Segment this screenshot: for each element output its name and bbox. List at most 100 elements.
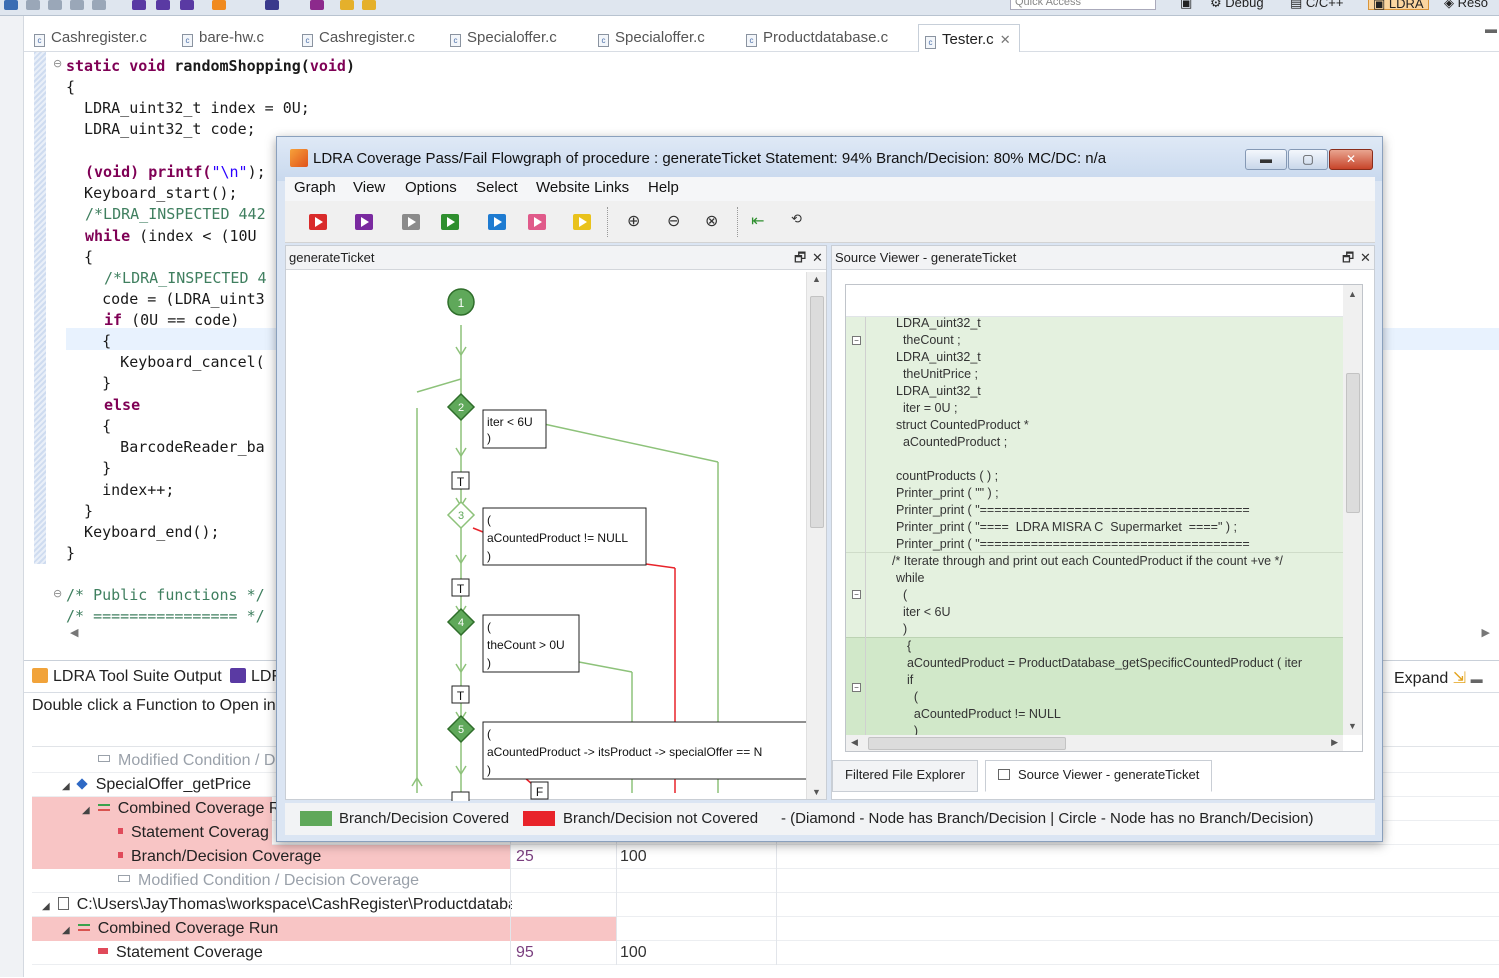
close-pane-icon[interactable]: ✕ [1360, 250, 1371, 265]
source-vertical-scrollbar[interactable]: ▲ ▼ [1343, 285, 1362, 735]
pass-fail-icon[interactable] [441, 214, 459, 230]
build-icon[interactable] [92, 0, 106, 10]
editor-horizontal-scrollbar[interactable]: ◀ ▶ [60, 626, 1490, 640]
mcdc-coverage-icon[interactable] [402, 214, 420, 230]
condition-box[interactable] [482, 507, 647, 566]
close-tab-icon[interactable]: ✕ [999, 32, 1011, 47]
statement-coverage-icon[interactable] [309, 214, 327, 230]
tree-row[interactable]: Branch/Decision Coverage 25 100 [32, 845, 1499, 869]
scroll-thumb[interactable] [1346, 373, 1360, 513]
open-perspective-icon[interactable]: ▣ [1180, 0, 1193, 10]
flowgraph-node[interactable]: 3 [446, 500, 476, 530]
menu-options[interactable]: Options [405, 179, 457, 196]
flowgraph-canvas[interactable]: 1 2 iter < 6U ) T 3 ( aCountedProduct !=… [286, 270, 806, 801]
fold-toggle-icon[interactable]: − [852, 590, 861, 599]
scroll-right-icon[interactable]: ▶ [1481, 627, 1490, 639]
branch-coverage-icon[interactable] [355, 214, 373, 230]
perspective-ldra[interactable]: ▣ LDRA [1368, 0, 1429, 11]
scroll-thumb[interactable] [810, 296, 824, 528]
flowgraph-vertical-scrollbar[interactable]: ▲ ▼ [806, 272, 826, 799]
save-all-icon[interactable] [48, 0, 62, 10]
condition-box[interactable] [482, 409, 547, 449]
source-horizontal-scrollbar[interactable]: ◀ ▶ [846, 735, 1343, 751]
menu-website-links[interactable]: Website Links [536, 179, 630, 196]
ldra-report-icon[interactable] [180, 0, 194, 10]
fold-toggle-icon[interactable]: − [852, 683, 861, 692]
menu-help[interactable]: Help [648, 179, 679, 196]
perspective-debug[interactable]: ⚙ Debug [1210, 0, 1264, 10]
tree-row[interactable]: ◢Combined Coverage Run [32, 917, 1499, 941]
expand-button[interactable]: Expand ⇲ ▬ [1394, 670, 1483, 687]
minimize-editor-icon[interactable]: ▬ [1485, 22, 1497, 36]
flowgraph-node[interactable]: 4 [446, 607, 476, 637]
scroll-left-icon[interactable]: ◀ [70, 627, 79, 639]
tab-source-viewer[interactable]: Source Viewer - generateTicket [985, 760, 1213, 792]
tab-ldf[interactable]: LDF [230, 668, 281, 686]
menu-select[interactable]: Select [476, 179, 518, 196]
fold-toggle-icon[interactable]: ⊖ [53, 588, 63, 600]
expand-arrow-icon[interactable]: ◢ [62, 925, 70, 936]
dynamic-flowgraph-icon[interactable] [488, 214, 506, 230]
expand-arrow-icon[interactable]: ◢ [82, 805, 90, 816]
expand-arrow-icon[interactable]: ◢ [42, 901, 50, 912]
window-title-bar[interactable]: LDRA Coverage Pass/Fail Flowgraph of pro… [277, 137, 1382, 181]
minimize-window-button[interactable]: ▬ [1245, 149, 1287, 170]
tree-row[interactable]: Statement Coverag [32, 821, 1499, 845]
tab-filtered-file-explorer[interactable]: Filtered File Explorer [832, 760, 978, 792]
scroll-down-icon[interactable]: ▼ [1348, 721, 1357, 731]
flowgraph-node[interactable]: 1 [447, 288, 475, 316]
open-folder-icon[interactable] [340, 0, 354, 10]
zoom-fit-icon[interactable]: ⊗ [705, 213, 719, 230]
source-code-view[interactable]: − − − LDRA_uint32_t theCount ; LDRA_uint… [845, 284, 1363, 752]
menu-view[interactable]: View [353, 179, 386, 196]
tree-row[interactable]: ◢C:\Users\JayThomas\workspace\CashRegist… [32, 893, 1499, 917]
quick-access-input[interactable]: Quick Access [1010, 0, 1156, 10]
restore-pane-icon[interactable]: 🗗 [794, 250, 807, 265]
perspective-cpp[interactable]: ▤ C/C++ [1290, 0, 1344, 10]
minimize-panel-icon[interactable]: ▬ [1470, 672, 1483, 686]
profile-icon[interactable] [310, 0, 324, 10]
zoom-out-icon[interactable]: ⊖ [667, 213, 681, 230]
refresh-icon[interactable]: ⟲ [791, 211, 802, 226]
new-icon[interactable] [4, 0, 18, 10]
save-icon[interactable] [26, 0, 40, 10]
scroll-right-icon[interactable]: ▶ [1331, 737, 1338, 747]
condition-box[interactable] [482, 614, 580, 673]
flowgraph-node[interactable]: 5 [446, 714, 476, 744]
expand-arrow-icon[interactable]: ◢ [62, 781, 70, 792]
flowgraph-node[interactable]: 2 [446, 392, 476, 422]
menu-graph[interactable]: Graph [294, 179, 336, 196]
export-icon[interactable]: ⇤ [751, 213, 765, 230]
debug-icon[interactable] [265, 0, 279, 10]
tab-ldra-output[interactable]: LDRA Tool Suite Output [32, 668, 222, 686]
restore-pane-icon[interactable]: 🗗 [1342, 250, 1355, 265]
ldra-analysis-icon[interactable] [156, 0, 170, 10]
maximize-window-button[interactable]: ▢ [1288, 149, 1328, 170]
close-pane-icon[interactable]: ✕ [812, 250, 823, 265]
print-icon[interactable] [70, 0, 84, 10]
close-window-button[interactable]: ✕ [1329, 149, 1373, 170]
structured-flowgraph-icon[interactable] [573, 214, 591, 230]
scroll-up-icon[interactable]: ▲ [1348, 289, 1357, 299]
zoom-in-icon[interactable]: ⊕ [627, 213, 641, 230]
tree-row[interactable]: Modified Condition / Decision Coverage [32, 869, 1499, 893]
edit-icon[interactable] [362, 0, 376, 10]
perspective-resource[interactable]: ◈ Reso [1444, 0, 1488, 10]
fold-toggle-icon[interactable]: − [852, 336, 861, 345]
tree-row[interactable]: Statement Coverage 95 100 [32, 941, 1499, 965]
ldra-run-icon[interactable] [132, 0, 146, 10]
scroll-thumb[interactable] [868, 737, 1066, 750]
scroll-left-icon[interactable]: ◀ [851, 737, 858, 747]
scroll-up-icon[interactable]: ▲ [812, 274, 821, 284]
static-flowgraph-icon[interactable] [528, 214, 546, 230]
fold-toggle-icon[interactable]: ⊖ [53, 58, 63, 70]
ldra-tool-icon[interactable] [212, 0, 226, 10]
scroll-down-icon[interactable]: ▼ [812, 787, 821, 797]
